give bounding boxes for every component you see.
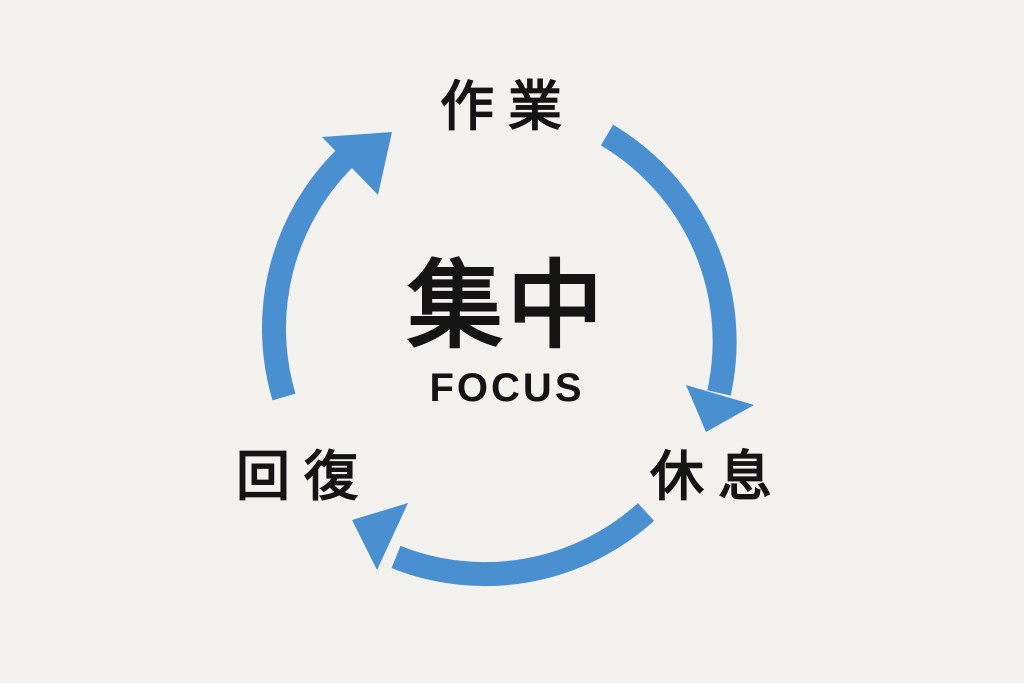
arrow-rest-to-recovery (391, 503, 655, 587)
arrow-head-recovery (352, 503, 408, 570)
center-label: 集中 FOCUS (362, 258, 652, 408)
arrow-work-to-rest (600, 124, 737, 396)
center-title: 集中 (407, 250, 607, 362)
stage-label-recovery: 回復 (236, 445, 372, 508)
stage-label-work: 作業 (440, 75, 576, 138)
center-subtitle: FOCUS (429, 366, 585, 410)
arrow-head-work (322, 132, 392, 195)
arrow-recovery-to-work (262, 149, 354, 401)
arrow-head-rest (686, 385, 754, 432)
stage-label-rest: 休息 (650, 445, 786, 508)
